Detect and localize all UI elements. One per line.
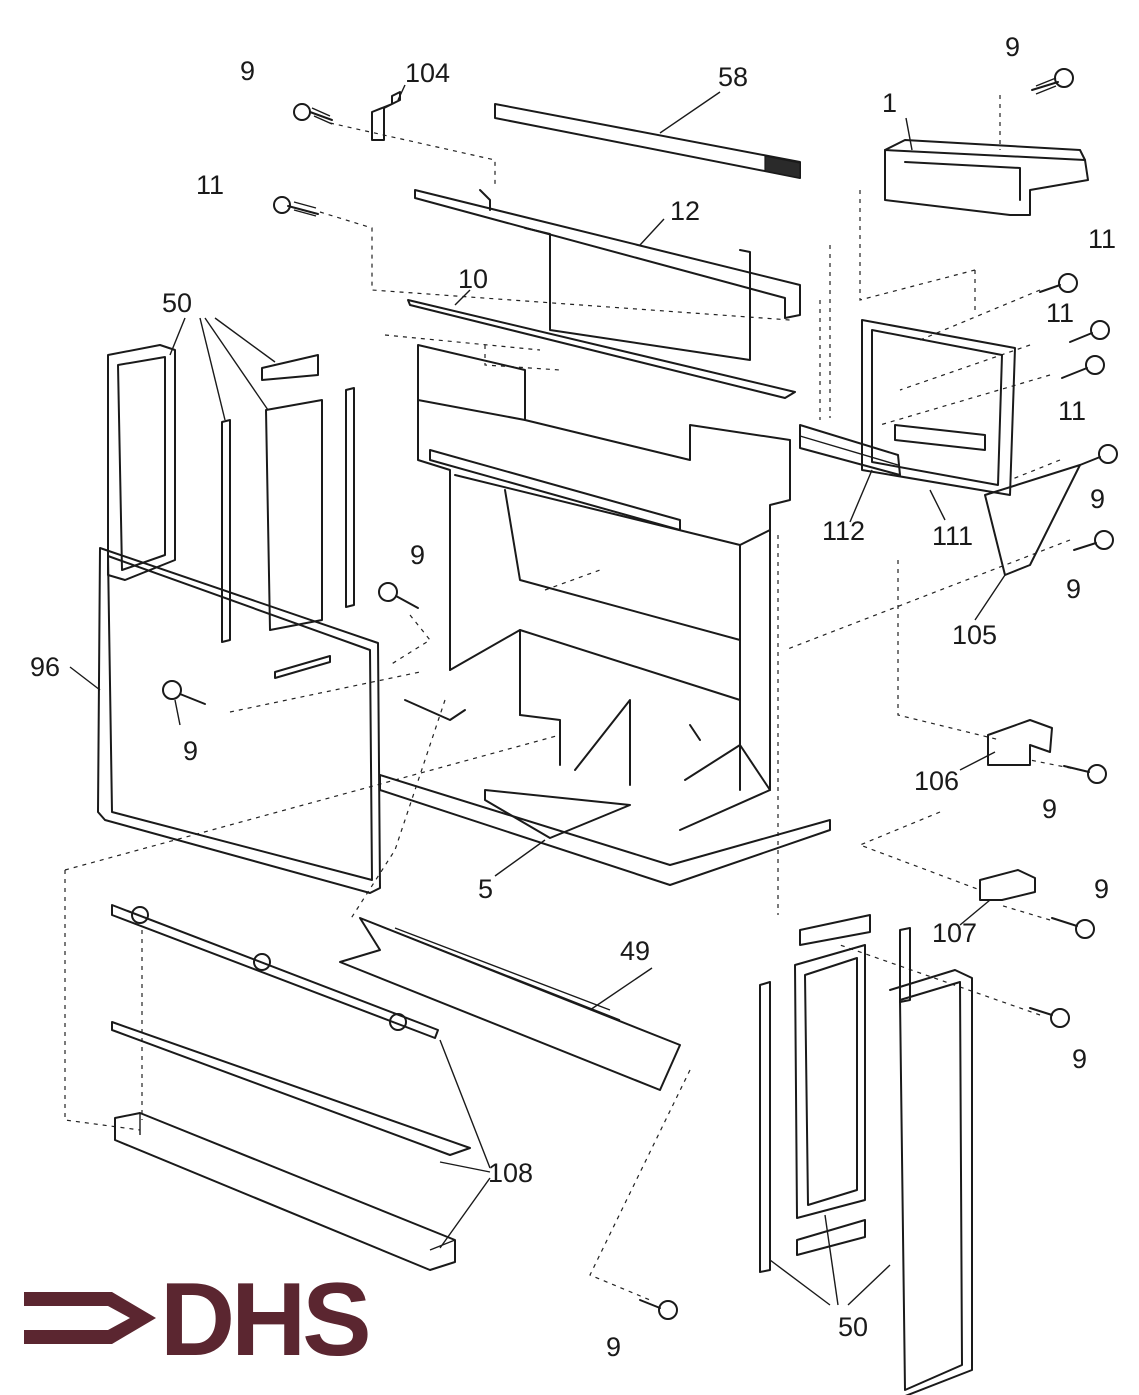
plate-105: [984, 464, 1081, 576]
label-9-a: 9: [240, 56, 256, 86]
bracket-106: [987, 719, 1053, 766]
label-9-g: 9: [1042, 794, 1058, 824]
channel-49: [339, 917, 681, 1091]
label-11-a: 11: [196, 170, 225, 200]
bracket-112: [799, 424, 901, 476]
label-9-f: 9: [183, 736, 199, 766]
label-104: 104: [405, 58, 451, 88]
label-9-e: 9: [1066, 574, 1082, 604]
label-49: 49: [620, 936, 651, 966]
arrow-chevron-icon: [24, 1292, 156, 1344]
screw-104-area: [293, 103, 333, 125]
label-5: 5: [478, 874, 494, 904]
bar-58: [494, 103, 801, 179]
label-106: 106: [914, 766, 960, 796]
side-assembly-50-right: [759, 914, 973, 1395]
label-9-h: 9: [1094, 874, 1110, 904]
label-11-c: 11: [1046, 298, 1075, 328]
label-50-b: 50: [838, 1312, 869, 1342]
label-108: 108: [488, 1158, 534, 1188]
rail-10: [407, 299, 796, 399]
label-9-c: 9: [1090, 484, 1106, 514]
screws-right-column: [162, 273, 1118, 1320]
label-11-d: 11: [1058, 396, 1087, 426]
label-10: 10: [458, 264, 489, 294]
dhs-logo-text: DHS: [160, 1262, 372, 1378]
label-1: 1: [882, 88, 898, 118]
label-50-a: 50: [162, 288, 193, 318]
label-9-j: 9: [606, 1332, 622, 1362]
label-12: 12: [670, 196, 701, 226]
panel-111: [861, 319, 1016, 496]
rail-12: [414, 189, 801, 361]
label-11-b: 11: [1088, 224, 1117, 254]
label-111: 111: [932, 521, 974, 551]
screw-11-top: [273, 196, 319, 217]
label-107: 107: [932, 918, 978, 948]
bracket-107: [979, 869, 1036, 901]
label-9-b: 9: [1005, 32, 1021, 62]
leader-lines: [69, 84, 1006, 1306]
label-112: 112: [822, 516, 866, 546]
bracket-104: [371, 91, 401, 141]
label-105: 105: [952, 620, 998, 650]
main-frame-5: [379, 344, 831, 886]
label-96: 96: [30, 652, 61, 682]
side-assembly-50-left: [107, 344, 355, 643]
label-9-i: 9: [1072, 1044, 1088, 1074]
panel-96: [97, 547, 381, 894]
assembly-lines: [64, 95, 1081, 1301]
screw-9-top-right: [1031, 68, 1074, 95]
rail-group-108: [111, 904, 471, 1271]
label-58: 58: [718, 62, 749, 92]
housing-1: [884, 139, 1089, 216]
label-9-d: 9: [410, 540, 426, 570]
